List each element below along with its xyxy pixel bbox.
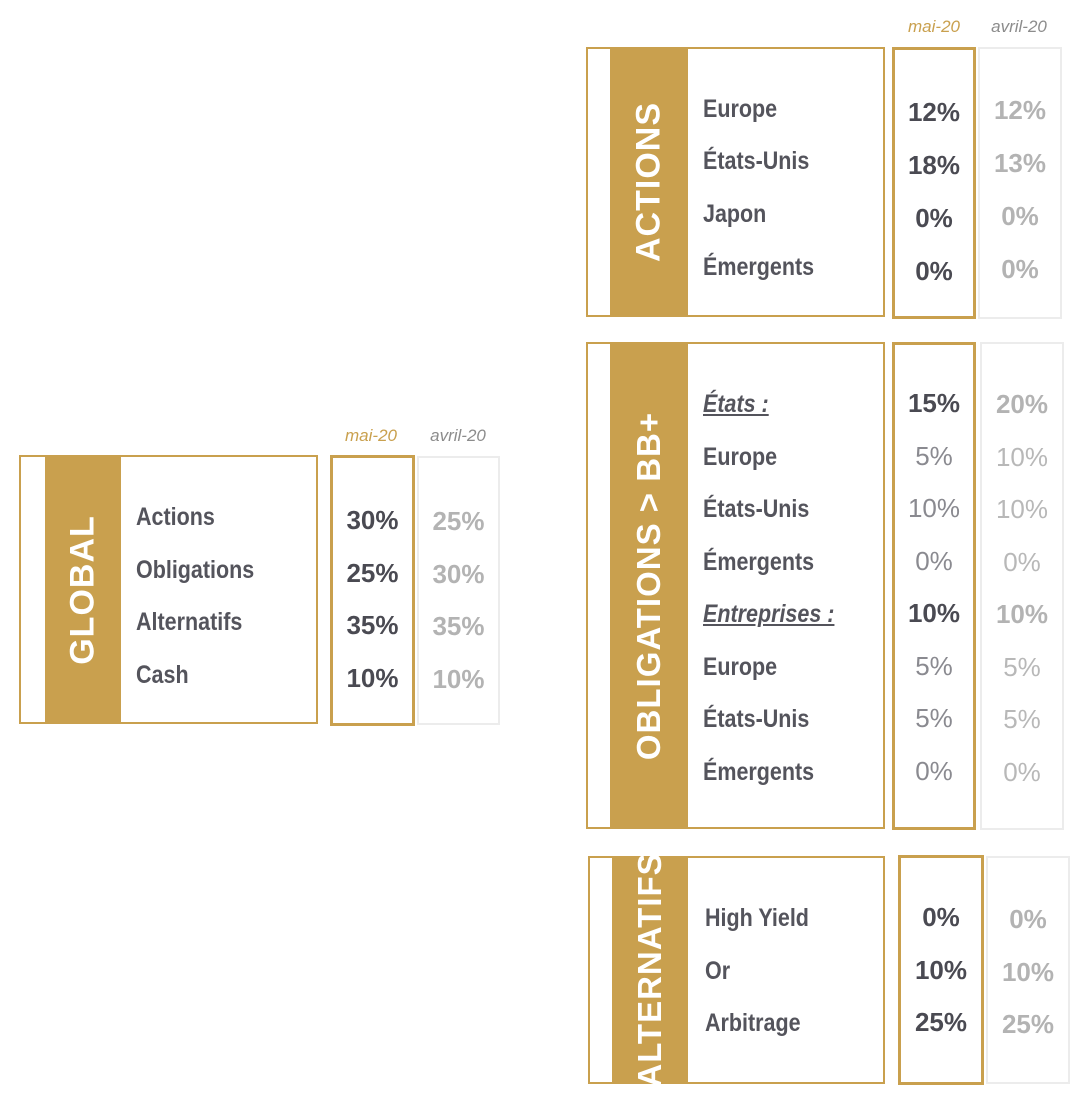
obligations-subheader-entreprises: Entreprises : <box>703 600 835 628</box>
header-current-actions: mai-20 <box>908 17 960 36</box>
actions-current-etats-unis: 18% <box>907 150 961 180</box>
obligations-label-etats-etats-unis: États-Unis <box>703 495 810 523</box>
obligations-current-entreprises-emergents: 0% <box>915 756 953 786</box>
obligations-current-entreprises-europe: 5% <box>915 651 953 681</box>
global-previous-alternatifs: 35% <box>432 611 485 641</box>
alternatifs-previous-or: 10% <box>1001 957 1055 987</box>
alternatifs-panel: ALTERNATIFS High Yield Or Arbitrage <box>588 852 885 1088</box>
alternatifs-current-column: 0% 10% 25% <box>898 855 984 1085</box>
alternatifs-title-bar: ALTERNATIFS <box>612 852 688 1088</box>
alternatifs-title: ALTERNATIFS <box>631 852 668 1088</box>
obligations-current-entreprises: 10% <box>907 598 961 628</box>
obligations-panel: OBLIGATIONS > BB+ États : Europe États-U… <box>586 342 885 829</box>
obligations-label-entreprises-europe: Europe <box>703 653 778 681</box>
alternatifs-label-high-yield: High Yield <box>705 904 809 932</box>
actions-previous-column: 12% 13% 0% 0% <box>978 47 1062 319</box>
obligations-current-etats: 15% <box>907 388 961 418</box>
obligations-label-etats-europe: Europe <box>703 443 778 471</box>
obligations-previous-etats-europe: 10% <box>995 442 1049 472</box>
actions-current-japon: 0% <box>915 203 953 233</box>
global-panel: GLOBAL Actions Obligations Alternatifs C… <box>19 455 318 724</box>
obligations-current-column: 15% 5% 10% 0% 10% 5% 5% 0% <box>892 342 976 830</box>
header-previous-actions: avril-20 <box>991 17 1047 36</box>
alternatifs-previous-arbitrage: 25% <box>1001 1009 1055 1039</box>
obligations-current-etats-europe: 5% <box>915 441 953 471</box>
obligations-previous-column: 20% 10% 10% 0% 10% 5% 5% 0% <box>980 342 1064 830</box>
actions-current-emergents: 0% <box>915 256 953 286</box>
alternatifs-label-arbitrage: Arbitrage <box>705 1009 801 1037</box>
actions-label-europe: Europe <box>703 95 778 123</box>
actions-title: ACTIONS <box>629 102 668 262</box>
actions-label-etats-unis: États-Unis <box>703 147 810 175</box>
obligations-current-etats-emergents: 0% <box>915 546 953 576</box>
alternatifs-current-or: 10% <box>914 955 968 985</box>
actions-current-europe: 12% <box>907 97 961 127</box>
actions-title-bar: ACTIONS <box>610 49 688 315</box>
obligations-previous-etats-emergents: 0% <box>1003 547 1041 577</box>
actions-previous-japon: 0% <box>1001 201 1039 231</box>
actions-previous-emergents: 0% <box>1001 254 1039 284</box>
global-current-actions: 30% <box>346 505 399 535</box>
header-current-global: mai-20 <box>345 426 397 445</box>
global-label-cash: Cash <box>136 661 189 689</box>
global-label-actions: Actions <box>136 503 215 531</box>
obligations-previous-entreprises-europe: 5% <box>1003 652 1041 682</box>
actions-label-japon: Japon <box>703 200 767 228</box>
obligations-previous-entreprises-etats-unis: 5% <box>1003 704 1041 734</box>
header-previous-global: avril-20 <box>430 426 486 445</box>
global-title-bar: GLOBAL <box>45 457 121 722</box>
obligations-previous-entreprises: 10% <box>995 599 1049 629</box>
obligations-label-etats-emergents: Émergents <box>703 548 815 576</box>
obligations-label-entreprises-emergents: Émergents <box>703 758 815 786</box>
obligations-previous-entreprises-emergents: 0% <box>1003 757 1041 787</box>
obligations-title-bar: OBLIGATIONS > BB+ <box>610 344 688 827</box>
obligations-current-entreprises-etats-unis: 5% <box>915 703 953 733</box>
global-current-cash: 10% <box>346 663 399 693</box>
actions-previous-etats-unis: 13% <box>993 148 1047 178</box>
actions-current-column: 12% 18% 0% 0% <box>892 47 976 319</box>
global-label-alternatifs: Alternatifs <box>136 608 243 636</box>
actions-panel: ACTIONS Europe États-Unis Japon Émergent… <box>586 47 885 317</box>
alternatifs-previous-column: 0% 10% 25% <box>986 856 1070 1084</box>
obligations-label-entreprises-etats-unis: États-Unis <box>703 705 810 733</box>
obligations-current-etats-etats-unis: 10% <box>907 493 961 523</box>
global-current-alternatifs: 35% <box>346 610 399 640</box>
alternatifs-previous-high-yield: 0% <box>1009 904 1047 934</box>
actions-label-emergents: Émergents <box>703 253 815 281</box>
global-previous-obligations: 30% <box>432 559 485 589</box>
global-previous-cash: 10% <box>432 664 485 694</box>
global-previous-column: 25% 30% 35% 10% <box>417 456 500 725</box>
global-label-obligations: Obligations <box>136 556 255 584</box>
global-previous-actions: 25% <box>432 506 485 536</box>
obligations-subheader-etats: États : <box>703 390 769 418</box>
alternatifs-current-arbitrage: 25% <box>914 1007 968 1037</box>
global-title: GLOBAL <box>63 514 102 665</box>
obligations-title: OBLIGATIONS > BB+ <box>630 411 667 760</box>
alternatifs-current-high-yield: 0% <box>922 902 960 932</box>
alternatifs-label-or: Or <box>705 957 731 985</box>
global-current-obligations: 25% <box>346 558 399 588</box>
global-current-column: 30% 25% 35% 10% <box>330 455 415 726</box>
actions-previous-europe: 12% <box>993 95 1047 125</box>
obligations-previous-etats: 20% <box>995 389 1049 419</box>
obligations-previous-etats-etats-unis: 10% <box>995 494 1049 524</box>
